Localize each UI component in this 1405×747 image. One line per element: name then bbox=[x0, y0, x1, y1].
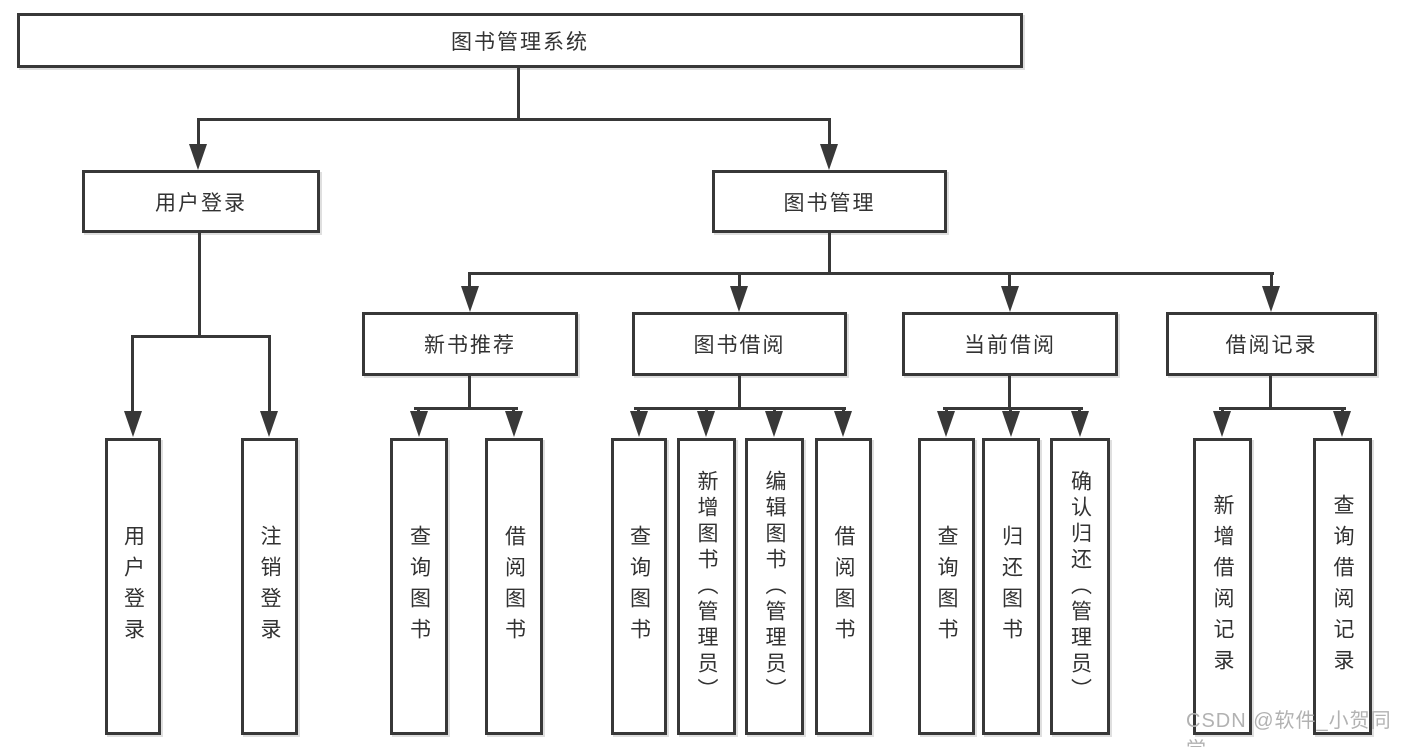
leaf-label: 用户登录 bbox=[121, 524, 145, 649]
node-borrow-records: 借阅记录 bbox=[1166, 312, 1377, 376]
arrow-down-icon bbox=[630, 411, 648, 437]
connector-line bbox=[738, 272, 741, 288]
arrow-down-icon bbox=[260, 411, 278, 437]
connector-line bbox=[268, 335, 271, 413]
arrow-down-icon bbox=[834, 411, 852, 437]
arrow-down-icon bbox=[461, 286, 479, 312]
connector-line bbox=[1008, 376, 1011, 407]
connector-line bbox=[414, 407, 518, 410]
arrow-down-icon bbox=[1071, 411, 1089, 437]
leaf-label: 归还图书 bbox=[999, 524, 1023, 649]
node-new-book-recommend: 新书推荐 bbox=[362, 312, 578, 376]
arrow-down-icon bbox=[1333, 411, 1351, 437]
leaf-query-books-recommend: 查询图书 bbox=[390, 438, 448, 735]
csdn-watermark: CSDN @软件_小贺同学 bbox=[1186, 710, 1392, 747]
connector-line bbox=[1008, 272, 1011, 288]
leaf-user-login: 用户登录 bbox=[105, 438, 161, 735]
leaf-label: 编辑图书（管理员） bbox=[763, 469, 786, 704]
connector-line bbox=[828, 233, 831, 272]
arrow-down-icon bbox=[124, 411, 142, 437]
connector-line bbox=[1270, 272, 1273, 288]
leaf-query-borrow-record: 查询借阅记录 bbox=[1313, 438, 1372, 735]
leaf-add-book-admin: 新增图书（管理员） bbox=[677, 438, 736, 735]
arrow-down-icon bbox=[765, 411, 783, 437]
node-library-system: 图书管理系统 bbox=[17, 13, 1023, 68]
arrow-down-icon bbox=[1001, 286, 1019, 312]
arrow-down-icon bbox=[820, 144, 838, 170]
connector-line bbox=[468, 272, 471, 288]
leaf-logout: 注销登录 bbox=[241, 438, 298, 735]
arrow-down-icon bbox=[189, 144, 207, 170]
connector-line bbox=[943, 407, 1083, 410]
connector-line bbox=[1219, 407, 1346, 410]
connector-line bbox=[738, 376, 741, 407]
node-current-borrow: 当前借阅 bbox=[902, 312, 1118, 376]
arrow-down-icon bbox=[697, 411, 715, 437]
arrow-down-icon bbox=[1213, 411, 1231, 437]
arrow-down-icon bbox=[937, 411, 955, 437]
leaf-label: 确认归还（管理员） bbox=[1068, 469, 1092, 704]
connector-line bbox=[1269, 376, 1272, 407]
connector-line bbox=[828, 118, 831, 146]
leaf-borrow-books-borrow: 借阅图书 bbox=[815, 438, 872, 735]
leaf-confirm-return-admin: 确认归还（管理员） bbox=[1050, 438, 1110, 735]
connector-line bbox=[634, 407, 846, 410]
leaf-label: 查询图书 bbox=[407, 524, 431, 649]
arrow-down-icon bbox=[1002, 411, 1020, 437]
leaf-label: 借阅图书 bbox=[502, 524, 526, 649]
connector-line bbox=[468, 376, 471, 407]
leaf-add-borrow-record: 新增借阅记录 bbox=[1193, 438, 1252, 735]
leaf-query-books-current: 查询图书 bbox=[918, 438, 975, 735]
node-book-borrow: 图书借阅 bbox=[632, 312, 847, 376]
connector-line bbox=[131, 335, 134, 413]
connector-line bbox=[131, 335, 271, 338]
leaf-label: 查询借阅记录 bbox=[1331, 493, 1354, 680]
leaf-label: 借阅图书 bbox=[832, 524, 855, 649]
leaf-borrow-books-recommend: 借阅图书 bbox=[485, 438, 543, 735]
connector-line bbox=[468, 272, 1274, 275]
leaf-edit-book-admin: 编辑图书（管理员） bbox=[745, 438, 804, 735]
leaf-label: 注销登录 bbox=[258, 524, 281, 649]
arrow-down-icon bbox=[410, 411, 428, 437]
connector-line bbox=[197, 118, 200, 146]
leaf-label: 查询图书 bbox=[935, 524, 958, 649]
leaf-return-book: 归还图书 bbox=[982, 438, 1040, 735]
leaf-query-books-borrow: 查询图书 bbox=[611, 438, 667, 735]
leaf-label: 查询图书 bbox=[627, 524, 651, 649]
connector-line bbox=[198, 233, 201, 335]
node-book-management: 图书管理 bbox=[712, 170, 947, 233]
arrow-down-icon bbox=[730, 286, 748, 312]
connector-line bbox=[197, 118, 831, 121]
leaf-label: 新增借阅记录 bbox=[1211, 493, 1234, 680]
leaf-label: 新增图书（管理员） bbox=[695, 469, 718, 704]
arrow-down-icon bbox=[1262, 286, 1280, 312]
arrow-down-icon bbox=[505, 411, 523, 437]
connector-line bbox=[517, 68, 520, 118]
node-user-login: 用户登录 bbox=[82, 170, 320, 233]
